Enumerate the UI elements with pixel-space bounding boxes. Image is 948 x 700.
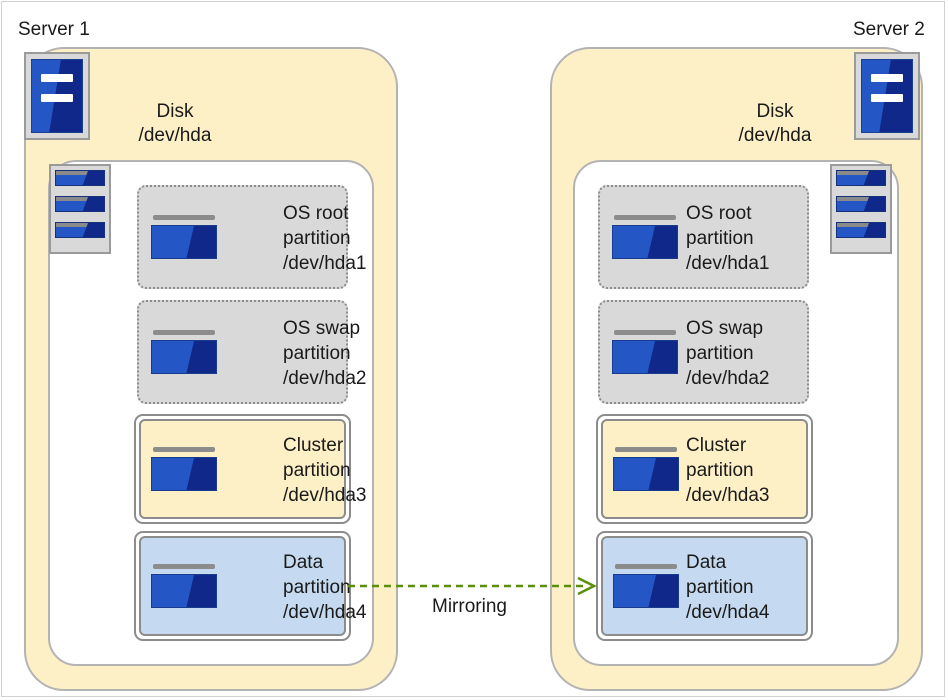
server-2-os-root-partition: OS root partition /dev/hda1: [598, 185, 809, 289]
partition-icon: [613, 447, 679, 491]
partition-icon: [613, 564, 679, 608]
partition-icon: [151, 330, 217, 374]
server-1-cluster-partition: Cluster partition /dev/hda3: [134, 414, 366, 524]
partition-icon: [612, 330, 678, 374]
server-2-title: Server 2: [853, 19, 925, 40]
server-1-os-root-partition: OS root partition /dev/hda1: [137, 185, 366, 289]
server-1-title: Server 1: [18, 19, 90, 40]
server-1-os-swap-partition: OS swap partition /dev/hda2: [137, 300, 366, 404]
partition-icon: [151, 447, 217, 491]
server-2-disk-label: Disk /dev/hda: [738, 101, 812, 146]
server-icon: [24, 52, 90, 140]
partition-icon: [151, 215, 217, 259]
partition-icon: [612, 215, 678, 259]
partition-icon: [151, 564, 217, 608]
disk-drive-icon: [830, 164, 892, 254]
server-1-disk-label: Disk /dev/hda: [138, 101, 212, 146]
mirroring-label: Mirroring: [432, 596, 507, 617]
server-2-cluster-partition: Cluster partition /dev/hda3: [596, 414, 813, 524]
server-1-data-partition: Data partition /dev/hda4: [134, 531, 366, 641]
disk-drive-icon: [49, 164, 111, 254]
server-icon: [854, 52, 920, 140]
server-2-os-swap-partition: OS swap partition /dev/hda2: [598, 300, 809, 404]
server-2-data-partition: Data partition /dev/hda4: [596, 531, 813, 641]
